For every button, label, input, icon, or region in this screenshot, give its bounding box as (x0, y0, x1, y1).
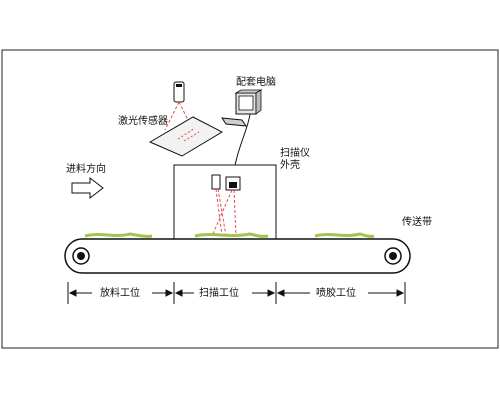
station-label-gluing: 喷胶工位 (316, 288, 356, 299)
scanner-housing-label-line1: 扫描仪 (280, 148, 310, 159)
arrow-right-icon (71, 176, 104, 200)
monitor-icon (234, 89, 263, 115)
station-label-scanning: 扫描工位 (199, 288, 239, 299)
camera-icon (225, 176, 241, 191)
station-label-loading: 放料工位 (100, 288, 140, 299)
inner-laser-icon (211, 174, 221, 190)
scanner-housing (173, 164, 277, 240)
station-dimension-lines (67, 282, 406, 304)
scanner-housing-label-line2: 外壳 (280, 160, 300, 171)
outer-frame (1, 49, 499, 349)
computer-label: 配套电脑 (236, 77, 276, 88)
keyboard-icon (220, 117, 248, 127)
feed-direction-label: 进料方向 (66, 164, 106, 175)
material-patches (84, 232, 375, 238)
laser-sensor-plate (148, 116, 224, 157)
conveyor-belt (64, 238, 411, 274)
laser-emitter-icon (173, 81, 185, 103)
laser-sensor-label: 激光传感器 (118, 116, 168, 127)
conveyor-belt-label: 传送带 (402, 217, 432, 228)
